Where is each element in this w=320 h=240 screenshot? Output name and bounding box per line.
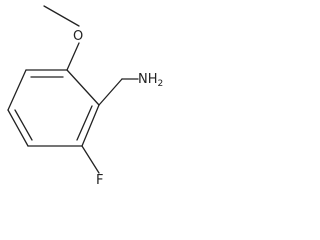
amine-group-label: NH2 — [138, 72, 163, 89]
amine-label: NH — [138, 72, 158, 87]
ring-bond-1 — [66, 69, 100, 106]
fluorine-atom-label: F — [96, 173, 103, 185]
amine-subscript: 2 — [158, 79, 164, 89]
ring-double-bond-left — [14, 109, 33, 141]
bond-oxygen-ring — [66, 42, 80, 71]
bond-ring-fluorine — [81, 145, 100, 174]
ring-double-bond-right — [76, 105, 93, 141]
molecule-structure-diagram: O NH2 F — [7, 5, 163, 185]
bond-methyl-oxygen — [43, 5, 80, 27]
oxygen-atom-label: O — [73, 29, 83, 44]
ring-bond-2 — [81, 104, 100, 147]
ring-bond-4 — [7, 109, 29, 147]
bond-lines — [7, 5, 139, 174]
ring-bond-5 — [7, 69, 27, 111]
bond-ring-ch2 — [98, 78, 123, 106]
